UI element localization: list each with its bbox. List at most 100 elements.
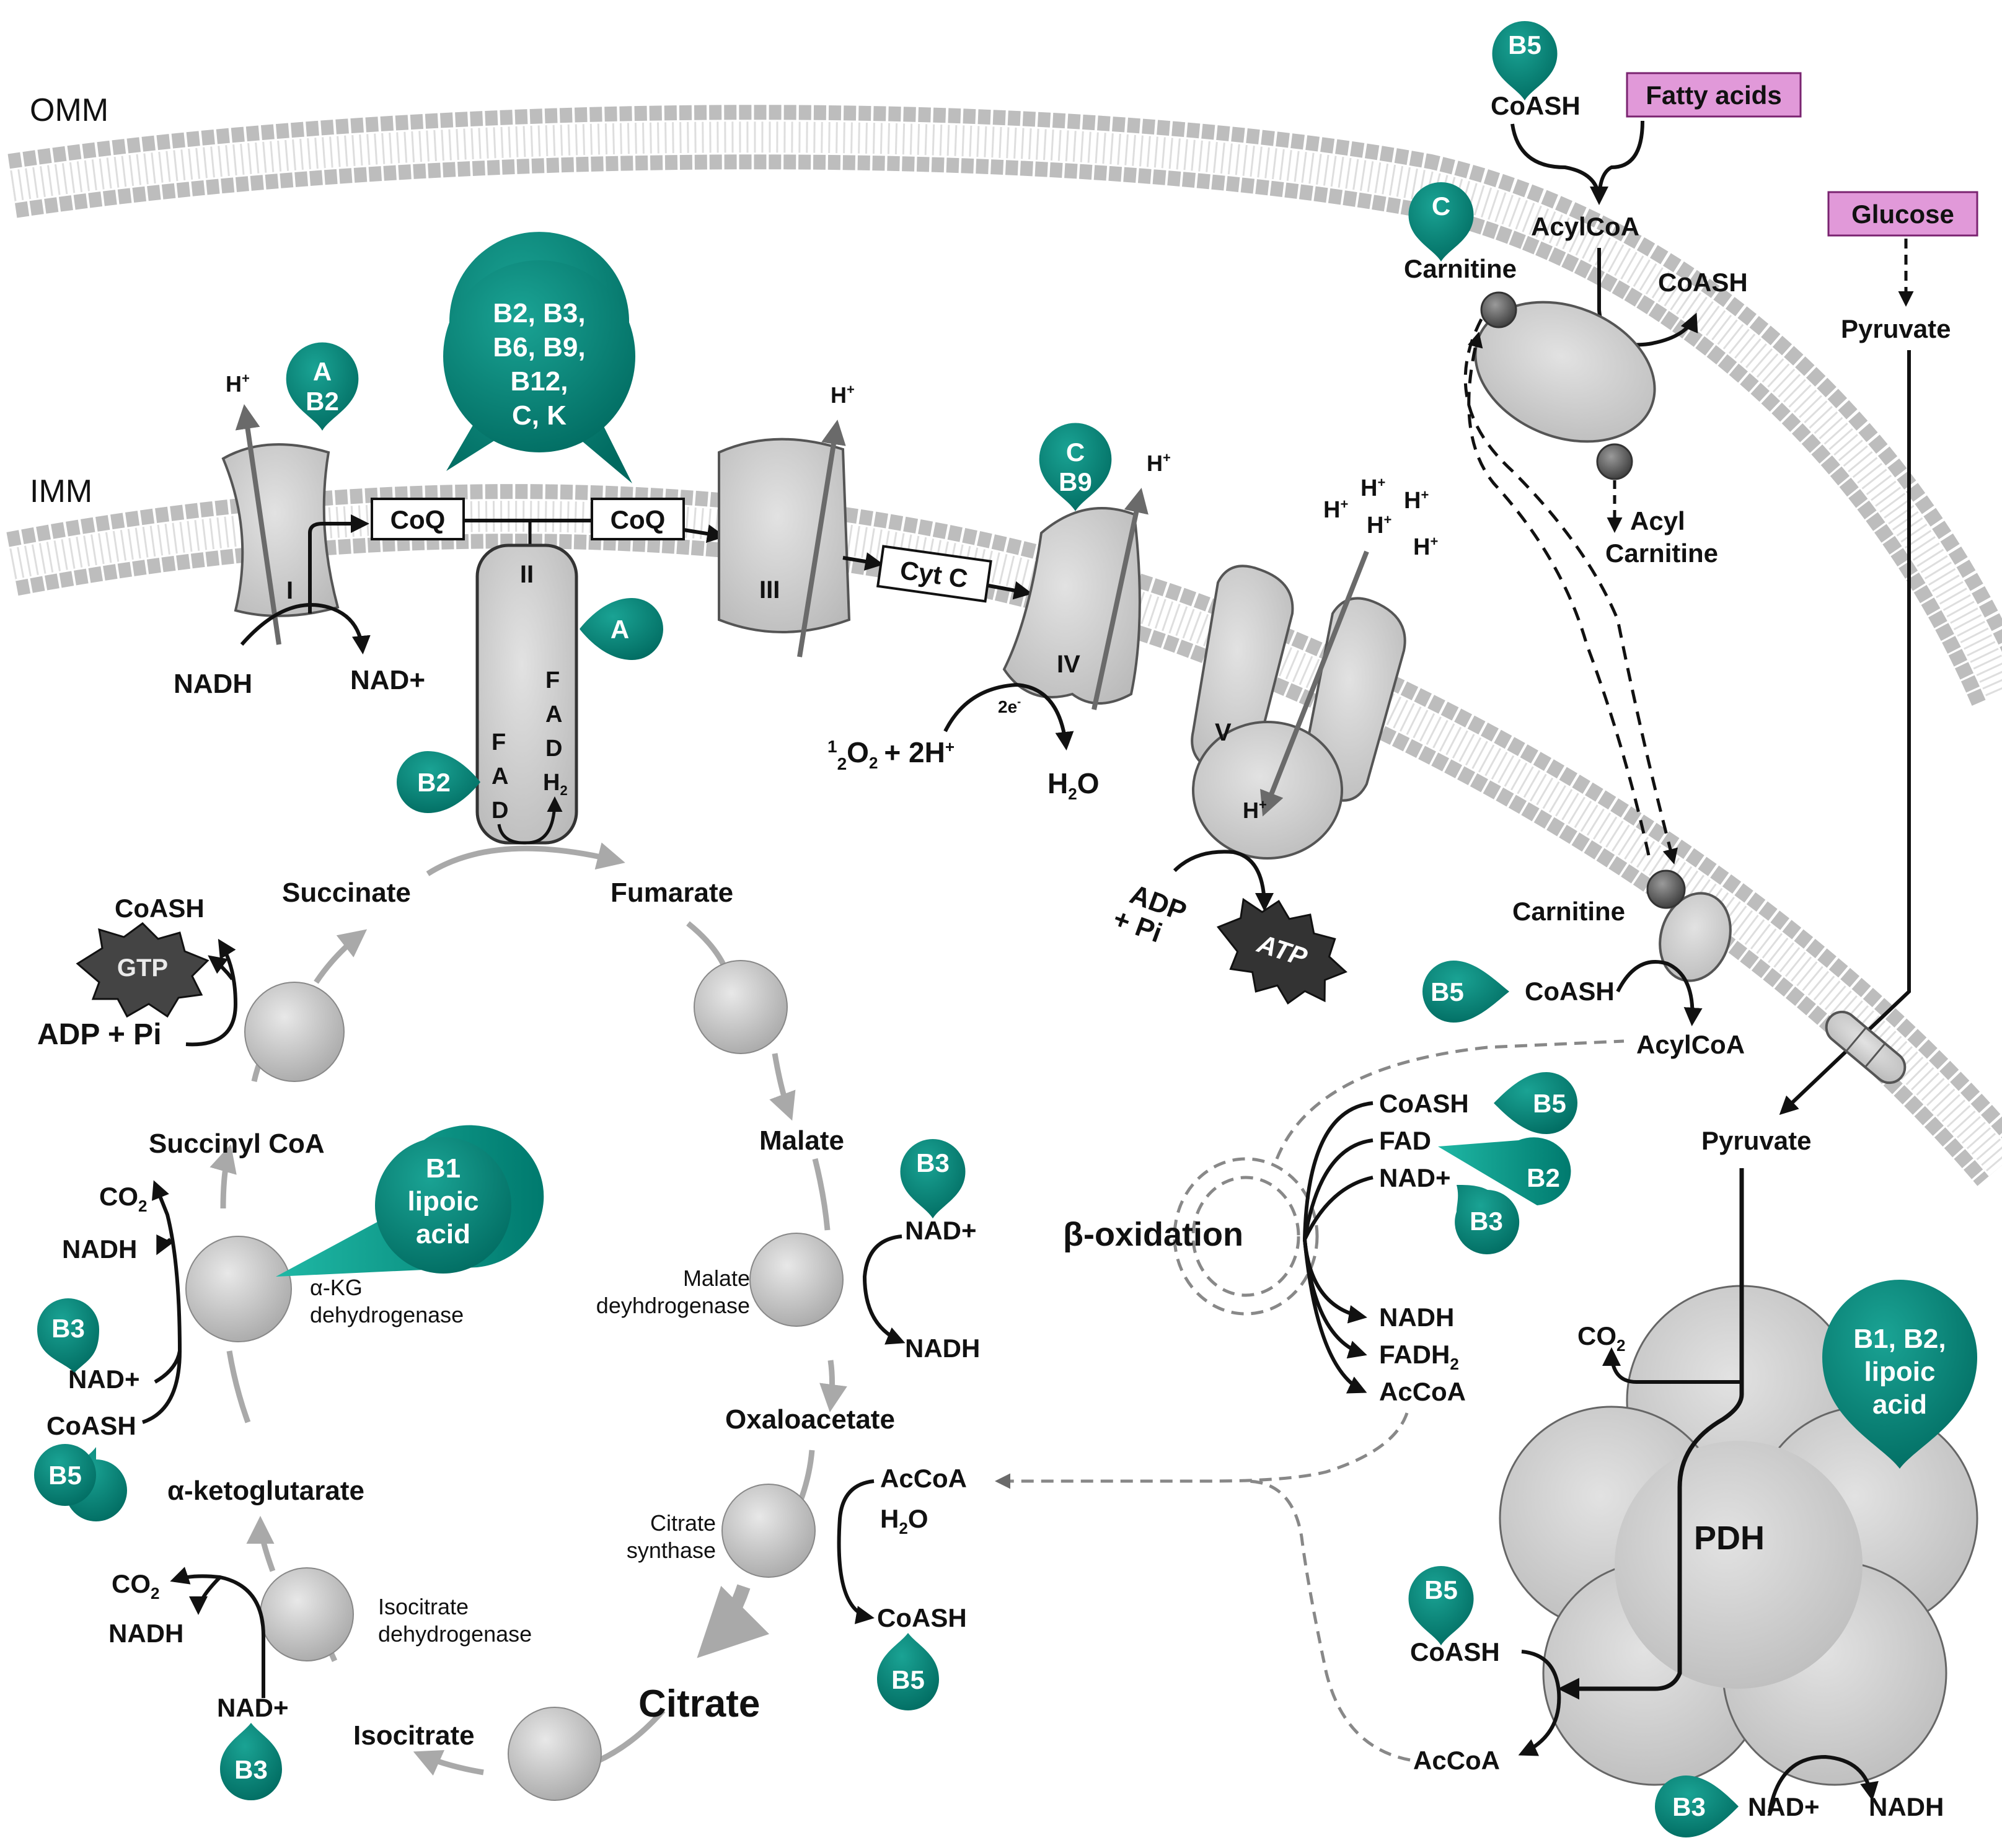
accoa-to-tca-dashed: [995, 1412, 1409, 1489]
vitamin-drop-carnitine: C: [1408, 182, 1474, 262]
complex-iii: III: [718, 420, 851, 658]
icdh-nad: NAD+: [217, 1693, 289, 1722]
glucose-box: Glucose: [1827, 191, 1978, 237]
akg-main-arrow: [142, 1180, 182, 1424]
beta-oxidation-arrows: [1303, 1101, 1374, 1394]
complex-v: V H+: [1191, 550, 1406, 860]
imm-label: IMM: [30, 473, 92, 509]
beta-oxidation-spiral: [1173, 1039, 1625, 1316]
akg-nad-link: [154, 1350, 182, 1384]
vitamin-drop-complex-ii: A: [580, 598, 663, 660]
adp-label: ADP+ Pi: [1109, 876, 1191, 954]
svg-text:B3: B3: [234, 1755, 268, 1784]
malate-nad-arrow: [862, 1234, 906, 1345]
vitamin-bubble-coq: B2, B3, B6, B9, B12, C, K: [443, 232, 635, 483]
malate-nadh: NADH: [905, 1334, 980, 1363]
vitamin-drop-beta-coash: B5: [1494, 1072, 1577, 1134]
svg-text:H+: H+: [1404, 487, 1429, 514]
svg-text:B1, B2,: B1, B2,: [1853, 1324, 1946, 1354]
scs-gtp-arrow: [208, 955, 234, 980]
svg-text:B5: B5: [1424, 1575, 1458, 1604]
pyruvate-cyto: Pyruvate: [1841, 314, 1951, 343]
icdh-nadh: NADH: [108, 1619, 183, 1648]
succinate: Succinate: [282, 878, 411, 908]
complex-ii: II F A D F A D H2: [475, 543, 578, 845]
pdh-accoa-to-tca-dashed: [1245, 1479, 1411, 1762]
enzyme-isocitrate-dehydrogenase: [260, 1567, 354, 1661]
vitamin-drop-complex-iv: C B9: [1039, 423, 1112, 511]
vitamin-wedge-beta-fad: B2: [1438, 1137, 1571, 1205]
pdh-nad-arrow: [1768, 1754, 1879, 1813]
svg-text:CoQ: CoQ: [390, 505, 446, 534]
akg-nad: NAD+: [68, 1365, 140, 1394]
svg-text:B1: B1: [426, 1153, 461, 1184]
h-plus-iv: H+: [1147, 450, 1171, 476]
o2-to-water-arrow: [943, 682, 1074, 750]
svg-text:II: II: [520, 561, 534, 588]
akg-nadh: NADH: [62, 1234, 137, 1264]
svg-text:F: F: [545, 667, 560, 693]
svg-text:H+: H+: [1367, 512, 1391, 539]
pdh-nad: NAD+: [1748, 1792, 1820, 1821]
acylcoa-top: AcylCoA: [1531, 212, 1639, 241]
vitamin-drop-fad: B2: [397, 751, 480, 813]
enzyme-fumarase: [694, 960, 788, 1054]
pdh-nadh: NADH: [1869, 1792, 1944, 1821]
svg-text:acid: acid: [416, 1219, 470, 1249]
svg-text:B3: B3: [51, 1314, 85, 1343]
pdh-accoa: AcCoA: [1413, 1746, 1500, 1775]
cs-accoa: AcCoA: [880, 1464, 967, 1493]
svg-text:A: A: [611, 615, 629, 644]
svg-text:B5: B5: [48, 1461, 82, 1490]
akg-coash: CoASH: [46, 1411, 136, 1440]
svg-text:Glucose: Glucose: [1851, 200, 1954, 229]
svg-text:B3: B3: [1470, 1207, 1503, 1236]
pyruvate-through-pdh: [1558, 1168, 1744, 1700]
icdh-co2: CO2: [112, 1569, 159, 1603]
pdh-co2-arrow: [1602, 1347, 1742, 1384]
svg-text:V: V: [1215, 719, 1232, 746]
adp-to-atp-arrow: [1173, 850, 1274, 912]
beta-fad: FAD: [1379, 1126, 1431, 1155]
beta-fadh2: FADH2: [1379, 1340, 1459, 1373]
vitamin-drop-pdh-coash: B5: [1408, 1566, 1474, 1646]
nadh-arrow-i: [240, 603, 371, 654]
svg-text:C: C: [1432, 191, 1450, 221]
beta-coash: CoASH: [1379, 1089, 1469, 1118]
svg-text:B5: B5: [891, 1665, 925, 1694]
beta-nad: NAD+: [1379, 1163, 1451, 1192]
svg-text:H+: H+: [1360, 475, 1385, 501]
vitamin-drop-akg-nad: B3: [37, 1298, 99, 1373]
akg-nadh-arrow: [156, 1234, 174, 1256]
vitamin-drop-complex-i: A B2: [286, 342, 359, 431]
pdh-co2: CO2: [1577, 1321, 1625, 1355]
h-plus-i: H+: [226, 371, 250, 397]
coash-to-acylcoa-imm: [1616, 960, 1703, 1026]
pyruvate-matrix: Pyruvate: [1701, 1126, 1811, 1155]
svg-text:A: A: [313, 357, 332, 386]
h-plus-cluster-v: H+ H+ H+ H+ H+: [1323, 475, 1438, 560]
vitamin-drop-pdh-nad: B3: [1655, 1775, 1739, 1837]
scs-adp: ADP + Pi: [37, 1018, 162, 1051]
nadh-i: NADH: [174, 669, 252, 699]
svg-text:acid: acid: [1872, 1389, 1927, 1420]
coash-to-acylcoa: [1510, 123, 1601, 202]
svg-text:PDH: PDH: [1694, 1520, 1765, 1557]
pyruvate-carrier: [1825, 1010, 1907, 1085]
citrate: Citrate: [638, 1683, 760, 1725]
icdh-co2-arrow: [170, 1567, 265, 1698]
arrow-cytc-to-iv: [988, 581, 1033, 600]
svg-text:B5: B5: [1508, 30, 1541, 59]
half-o2: 12O2+ 2H+: [827, 736, 955, 773]
enzyme-succinyl-coa-synthetase: [244, 982, 345, 1082]
vitamin-drop-beta-nad: B3: [1455, 1185, 1520, 1254]
vitamin-bubble-akg: B1 lipoic acid: [276, 1125, 544, 1277]
malate: Malate: [759, 1125, 844, 1156]
cpt2-transporter: [1646, 869, 1732, 982]
coq-right: CoQ: [591, 498, 685, 540]
svg-text:H+: H+: [1413, 534, 1438, 560]
svg-text:B3: B3: [1672, 1792, 1706, 1821]
h-plus-iii: H+: [831, 382, 855, 408]
svg-text:B2, B3,: B2, B3,: [493, 298, 585, 328]
